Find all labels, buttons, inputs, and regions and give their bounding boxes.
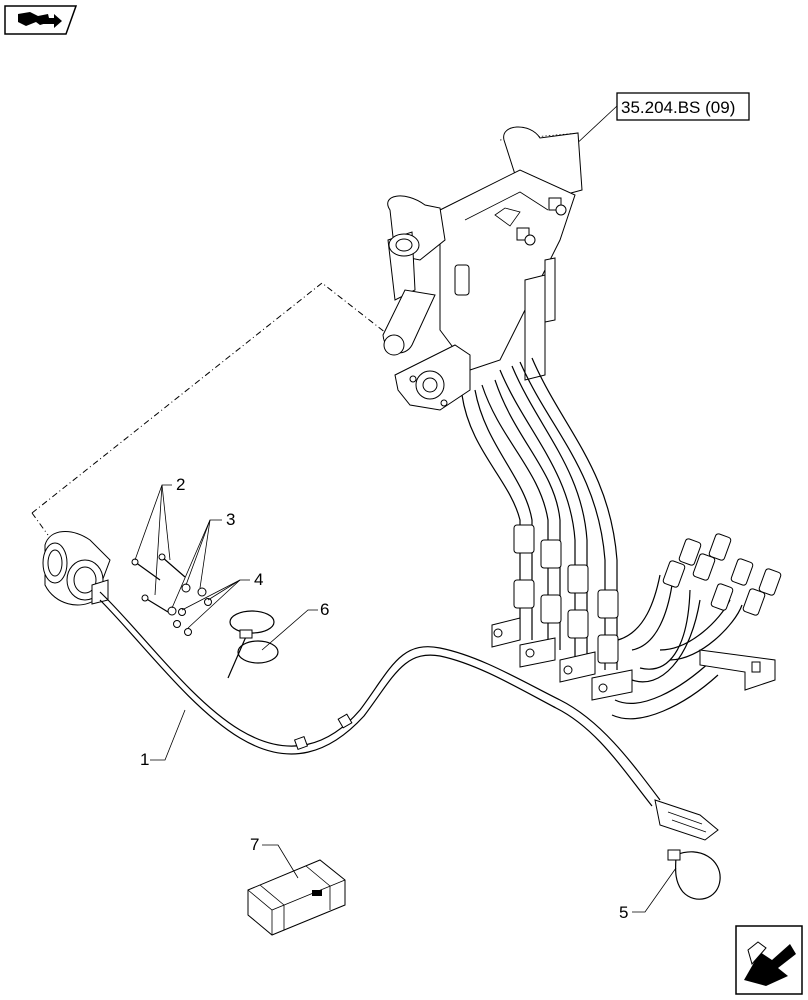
washers [167,583,207,616]
callout-3: 3 [226,510,235,529]
cable [99,591,661,801]
leader-lines [134,484,677,913]
hose-bundle [461,357,782,720]
next-page-arrow-icon[interactable] [735,925,803,995]
book-arrow-icon[interactable] [4,5,78,35]
callout-5: 5 [619,903,628,922]
callout-2: 2 [176,475,185,494]
callout-1: 1 [140,750,149,769]
assembly-dashline [31,282,387,514]
socket-connector [42,531,111,606]
valve-bracket-assembly [382,126,583,411]
end-connector [654,799,719,841]
callout-4: 4 [254,570,263,589]
nuts [173,598,212,636]
reference-box[interactable]: 35.204.BS (09) [571,92,750,149]
callout-6: 6 [320,600,329,619]
cable-tie-2 [667,849,721,900]
callout-7: 7 [250,835,259,854]
reference-label: 35.204.BS (09) [621,98,735,117]
cable-tie [227,610,279,679]
bolts [131,553,186,613]
packaging-crate [247,859,346,936]
